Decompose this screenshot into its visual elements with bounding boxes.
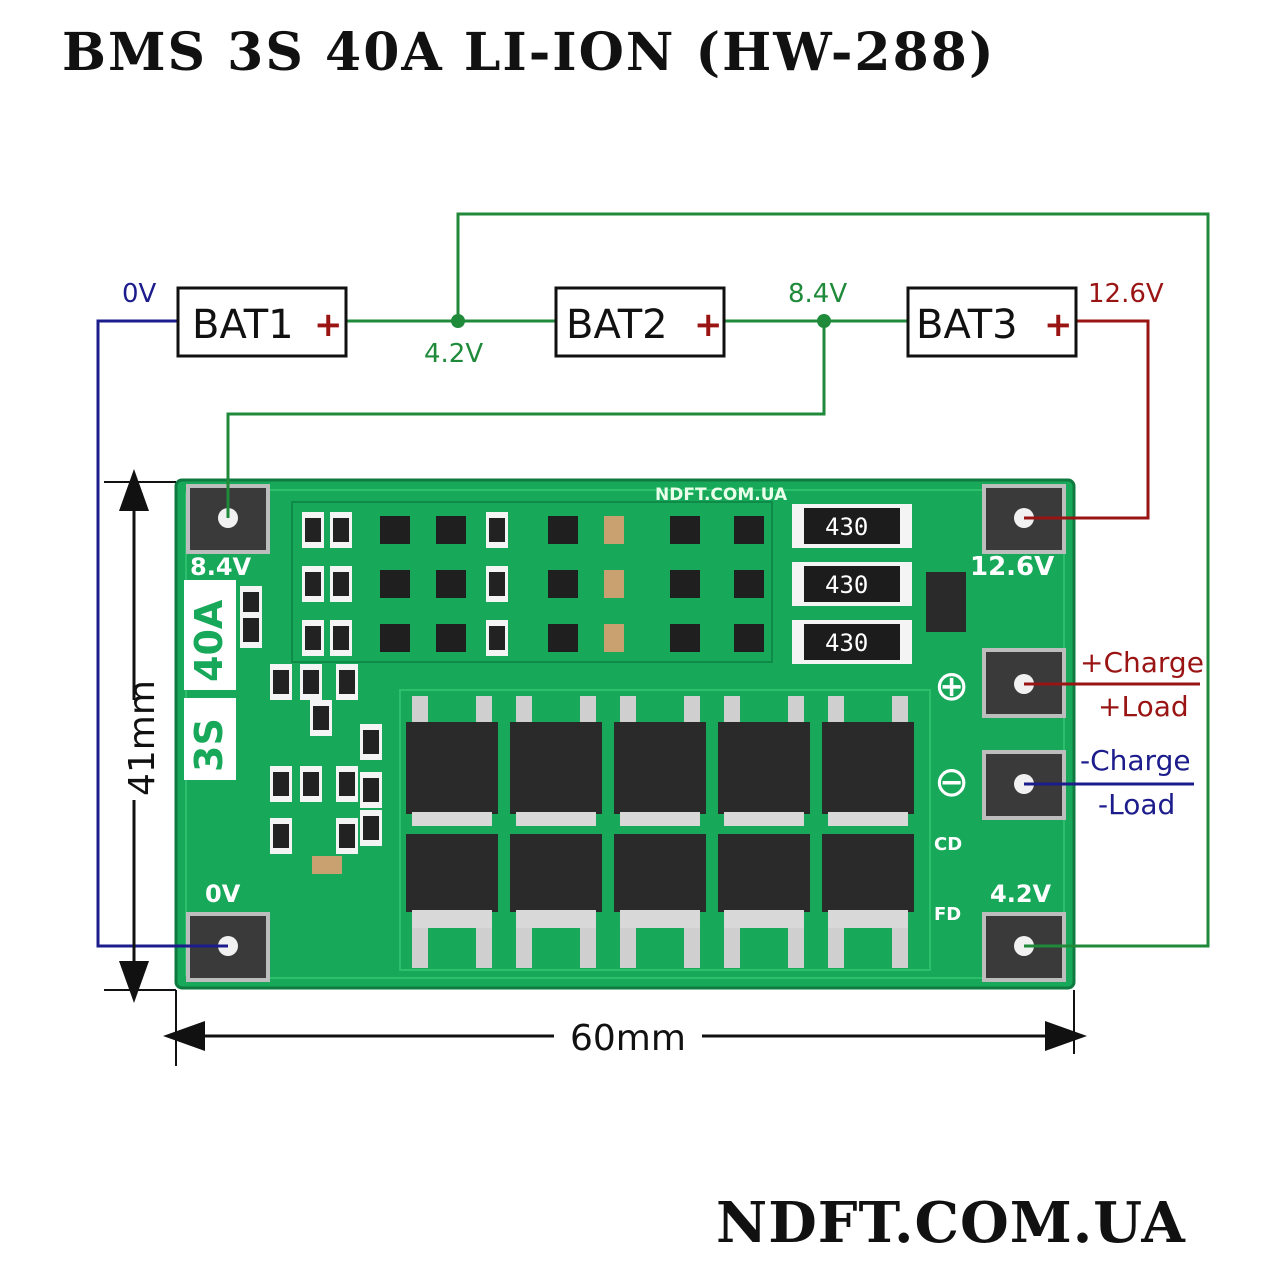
silk-fd: FD <box>934 904 961 925</box>
sot-transistor <box>436 624 466 652</box>
mosfet <box>510 834 602 912</box>
sot-transistor <box>380 570 410 598</box>
bat1-plus: + <box>314 305 343 345</box>
pcb-watermark: NDFT.COM.UA <box>655 485 788 505</box>
model-40a: 40A <box>187 599 231 682</box>
silk-cd: CD <box>934 834 962 855</box>
mosfet <box>614 834 706 912</box>
minus-symbol: ⊖ <box>934 757 969 806</box>
smd-capacitor <box>312 856 342 874</box>
bat3-plus: + <box>1044 305 1073 345</box>
battery-bat3: BAT3 + <box>906 286 1078 358</box>
mosfet <box>718 722 810 814</box>
sot-transistor <box>380 516 410 544</box>
bat2-plus: + <box>694 305 723 345</box>
voltage-4v2: 4.2V <box>424 339 483 369</box>
sot-transistor <box>548 570 578 598</box>
bat2-label: BAT2 <box>566 302 668 348</box>
label-charge-minus: -Charge <box>1080 744 1191 777</box>
mosfet <box>406 834 498 912</box>
sot-transistor <box>734 516 764 544</box>
dim-width-label: 60mm <box>570 1018 686 1059</box>
sot-transistor <box>670 624 700 652</box>
label-charge-plus: +Charge <box>1080 646 1204 679</box>
model-3s: 3S <box>187 718 231 772</box>
sot-transistor <box>380 624 410 652</box>
page-title: BMS 3S 40A LI-ION (HW-288) <box>62 22 996 83</box>
label-load-plus: +Load <box>1098 690 1189 723</box>
sot-transistor <box>436 516 466 544</box>
mosfet <box>406 722 498 814</box>
sot-transistor <box>436 570 466 598</box>
sot-transistor <box>670 516 700 544</box>
battery-bat2: BAT2 + <box>554 286 726 358</box>
mosfet <box>822 834 914 912</box>
silk-0v: 0V <box>205 880 241 908</box>
resistor-1: 430 <box>825 513 868 541</box>
footer-watermark: NDFT.COM.UA <box>716 1190 1186 1256</box>
smd-capacitor <box>604 570 624 598</box>
sot-transistor <box>548 516 578 544</box>
dim-height-label: 41mm <box>122 680 163 796</box>
voltage-8v4: 8.4V <box>788 279 847 309</box>
mosfet <box>718 834 810 912</box>
dimension-width: 60mm <box>163 990 1087 1066</box>
silk-12v6: 12.6V <box>970 552 1054 582</box>
mosfet <box>822 722 914 814</box>
silk-4v2: 4.2V <box>990 880 1052 908</box>
plus-symbol: ⊕ <box>934 661 969 710</box>
bat3-label: BAT3 <box>916 302 1018 348</box>
mosfet <box>614 722 706 814</box>
bat1-label: BAT1 <box>192 302 294 348</box>
smd-capacitor <box>604 624 624 652</box>
wiring <box>96 212 1210 948</box>
sot-transistor <box>734 624 764 652</box>
mosfet <box>510 722 602 814</box>
sot-transistor <box>734 570 764 598</box>
voltage-12v6: 12.6V <box>1088 279 1164 309</box>
sot-transistor <box>670 570 700 598</box>
smd-capacitor <box>604 516 624 544</box>
pcb-board: NDFT.COM.UA 8.4V 12.6V 0V 4.2V CD FD ⊕ ⊖… <box>174 478 1076 990</box>
resistor-2: 430 <box>825 571 868 599</box>
voltage-0v: 0V <box>122 279 157 309</box>
battery-bat1: BAT1 + <box>176 286 348 358</box>
resistor-3: 430 <box>825 629 868 657</box>
sot-transistor <box>548 624 578 652</box>
label-load-minus: -Load <box>1098 788 1175 821</box>
silk-8v4: 8.4V <box>190 553 252 581</box>
dimension-height: 41mm <box>104 469 176 1003</box>
